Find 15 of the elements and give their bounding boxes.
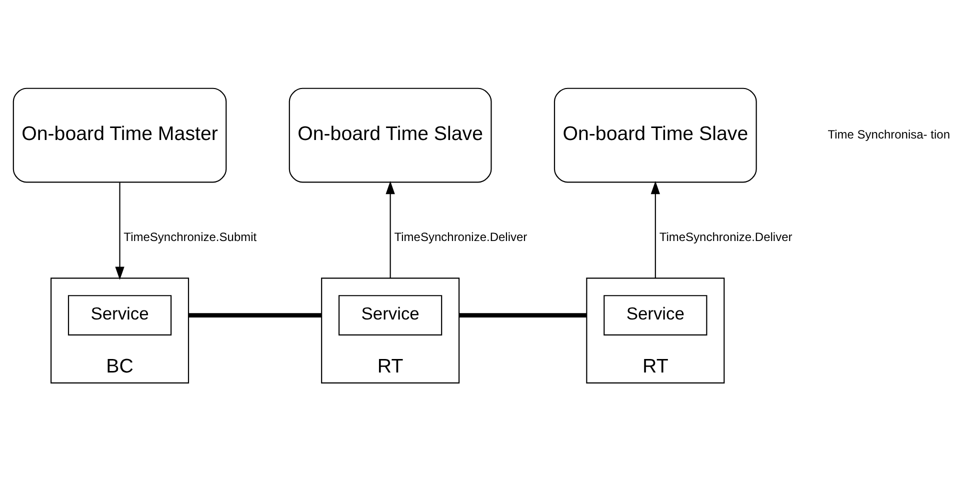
arrow <box>115 182 124 280</box>
node-box: On-board Time Slave <box>554 87 757 182</box>
node-box: On-board Time Slave <box>288 87 492 182</box>
node-box: Service <box>604 294 708 335</box>
connector <box>188 312 322 317</box>
node-box: Service <box>68 294 172 335</box>
node-box: Service <box>338 294 442 335</box>
edge-label: TimeSynchronize.Deliver <box>659 229 792 244</box>
edge-label: TimeSynchronize.Deliver <box>394 229 528 244</box>
arrow <box>650 180 660 278</box>
node-box: On-board Time Master <box>12 87 227 182</box>
edge-label: TimeSynchronize.Submit <box>124 229 257 244</box>
connector <box>459 312 587 317</box>
arrow <box>386 180 395 278</box>
label: Time Synchronisa- tion <box>828 126 950 141</box>
